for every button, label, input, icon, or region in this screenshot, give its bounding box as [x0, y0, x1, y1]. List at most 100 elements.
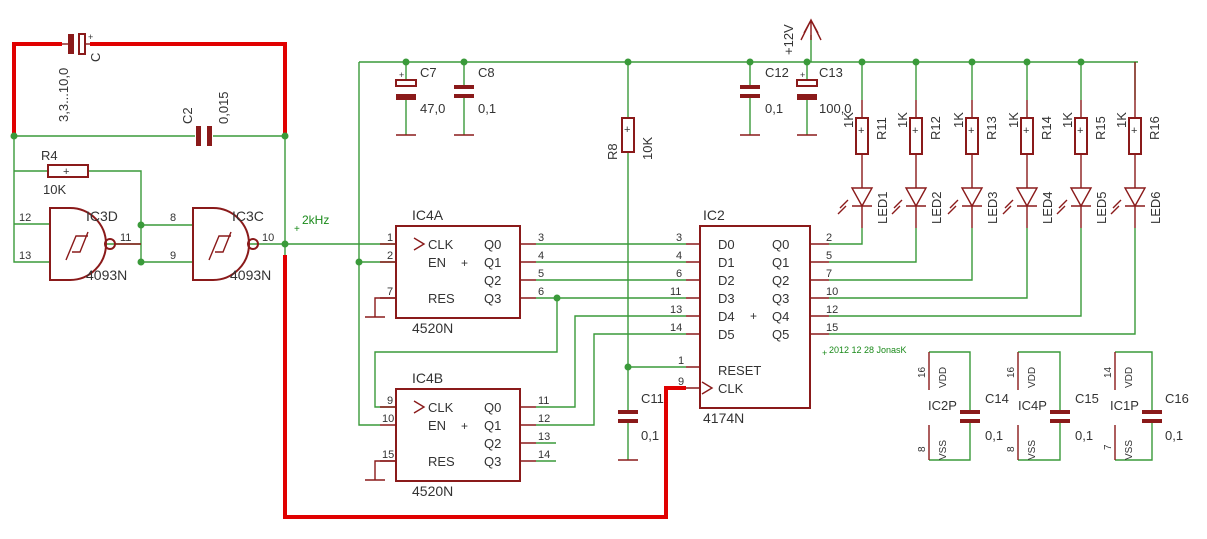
ic4b-label-q3: Q3 — [484, 454, 501, 469]
ic4b-label-q1: Q1 — [484, 418, 501, 433]
c16-value: 0,1 — [1165, 428, 1183, 443]
capacitor-c13: + C13 100,0 — [796, 65, 852, 116]
ic2p-vss-label: VSS — [938, 440, 949, 460]
ic2-pin-14: 14 — [670, 322, 682, 334]
led-4: LED4 — [1002, 187, 1055, 228]
c13-name: C13 — [819, 65, 843, 80]
led5-label: LED5 — [1094, 191, 1109, 224]
svg-text:+: + — [294, 224, 300, 235]
ic2-label-d2: D2 — [718, 273, 735, 288]
power-block-ic1p: 14 VDD IC1P VSS 7 C16 0,1 — [1103, 352, 1189, 460]
ic4b-pin-14: 14 — [538, 449, 550, 461]
r15-value: 1K — [1060, 112, 1075, 128]
ic2p-vdd-pin: 16 — [917, 366, 928, 378]
c12-name: C12 — [765, 65, 789, 80]
power-block-ic2p: 16 VDD IC2P VSS 8 C14 0,1 — [917, 352, 1009, 460]
ic2-pin-2: 2 — [826, 232, 832, 244]
ic3d-pin-in2: 13 — [19, 250, 31, 262]
ic4a-label-q3: Q3 — [484, 291, 501, 306]
ic3c-pin-in2: 9 — [170, 250, 176, 262]
ic2-pin-5: 5 — [826, 250, 832, 262]
supply-label: +12V — [781, 24, 796, 55]
ic4p-name: IC4P — [1018, 398, 1047, 413]
svg-text:+: + — [822, 348, 827, 358]
chip-ic2: + IC2 4174N D0 D1 D2 D3 D4 D5 Q0 Q1 Q2 Q… — [670, 207, 838, 426]
ic2-pin-4: 4 — [676, 250, 682, 262]
ic4a-label-res: RES — [428, 291, 455, 306]
ic2-pin-7: 7 — [826, 268, 832, 280]
capacitor-c11: C11 0,1 — [618, 391, 664, 443]
ic2-label-d0: D0 — [718, 237, 735, 252]
svg-text:+: + — [968, 125, 974, 137]
led3-label: LED3 — [985, 191, 1000, 224]
ic2-label-d4: D4 — [718, 309, 735, 324]
ic4b-pin-12: 12 — [538, 413, 550, 425]
capacitor-c8: C8 0,1 — [454, 65, 496, 116]
ic4a-label-clk: CLK — [428, 237, 454, 252]
ic4b-pin-15: 15 — [382, 449, 394, 461]
c2-value: 0,015 — [216, 91, 231, 124]
svg-text:+: + — [912, 125, 918, 137]
ic1p-vss-pin: 7 — [1103, 444, 1114, 450]
ic2-pin-9: 9 — [678, 376, 684, 388]
svg-text:+: + — [1077, 125, 1083, 137]
led4-label: LED4 — [1040, 191, 1055, 224]
ic4a-pin-5: 5 — [538, 268, 544, 280]
ic4a-pin-4: 4 — [538, 250, 544, 262]
svg-text:+: + — [750, 309, 757, 323]
ic3c-type: 4093N — [230, 267, 271, 283]
ic2-label-q5: Q5 — [772, 327, 789, 342]
wires — [13, 35, 1153, 462]
ic4a-pin-7: 7 — [387, 286, 393, 298]
r12-name: R12 — [928, 116, 943, 140]
ic2-label-d1: D1 — [718, 255, 735, 270]
ic3d-pin-in1: 12 — [19, 212, 31, 224]
chip-ic4b: + IC4B 4520N CLK EN RES Q0 Q1 Q2 Q3 9 10… — [380, 370, 550, 499]
r8-name: R8 — [605, 143, 620, 160]
r11-name: R11 — [874, 117, 889, 140]
ic2-label-reset: RESET — [718, 363, 761, 378]
ic3d-type: 4093N — [86, 267, 127, 283]
ic2-pin-10: 10 — [826, 286, 838, 298]
svg-text:+: + — [1131, 125, 1137, 137]
resistor-r15: + 1K R15 — [1060, 100, 1108, 188]
ic2-pin-11: 11 — [670, 286, 681, 298]
ic4a-name: IC4A — [412, 207, 444, 223]
timing-bus — [12, 42, 686, 519]
supply-symbol: +12V — [781, 18, 822, 55]
c7-value: 47,0 — [420, 101, 445, 116]
resistor-r11: + 1K R11 — [841, 100, 889, 188]
svg-text:+: + — [1023, 125, 1029, 137]
ic4a-label-en: EN — [428, 255, 446, 270]
resistor-r14: + 1K R14 — [1006, 100, 1054, 188]
resistor-r8: + R8 10K — [605, 117, 655, 160]
ic4a-label-q2: Q2 — [484, 273, 501, 288]
led6-label: LED6 — [1148, 191, 1163, 224]
resistor-bank: + 1K R11 + 1K R12 + 1K R13 + 1K R14 — [841, 62, 1162, 188]
chip-ic4a: + IC4A 4520N CLK EN RES Q0 Q1 Q2 Q3 1 2 … — [380, 207, 544, 336]
r14-name: R14 — [1039, 116, 1054, 140]
r13-name: R13 — [984, 116, 999, 140]
author-note: 2012 12 28 JonasK — [829, 345, 907, 355]
gate-ic3c: IC3C 4093N 8 9 10 — [170, 207, 274, 283]
gate-ic3d: IC3D 4093N 12 13 11 — [19, 207, 141, 283]
ic2-pin-12: 12 — [826, 304, 838, 316]
ic4p-vss-pin: 8 — [1006, 446, 1017, 452]
led-2: LED2 — [891, 187, 944, 228]
ic3c-pin-in1: 8 — [170, 212, 176, 224]
ic2-pin-15: 15 — [826, 322, 838, 334]
ic4p-vss-label: VSS — [1027, 440, 1038, 460]
ic2p-vss-pin: 8 — [917, 446, 928, 452]
c14-name: C14 — [985, 391, 1009, 406]
ic2-label-d5: D5 — [718, 327, 735, 342]
led-5: LED5 — [1056, 187, 1109, 228]
ic4b-label-q2: Q2 — [484, 436, 501, 451]
resistor-r4: + R4 10K — [41, 148, 89, 197]
ic3d-name: IC3D — [86, 208, 118, 224]
ic1p-name: IC1P — [1110, 398, 1139, 413]
ic2-label-q4: Q4 — [772, 309, 789, 324]
c2-name: C2 — [180, 107, 195, 124]
power-block-ic4p: 16 VDD IC4P VSS 8 C15 0,1 — [1006, 352, 1099, 460]
ic4b-pin-10: 10 — [382, 413, 394, 425]
ic4b-label-res: RES — [428, 454, 455, 469]
